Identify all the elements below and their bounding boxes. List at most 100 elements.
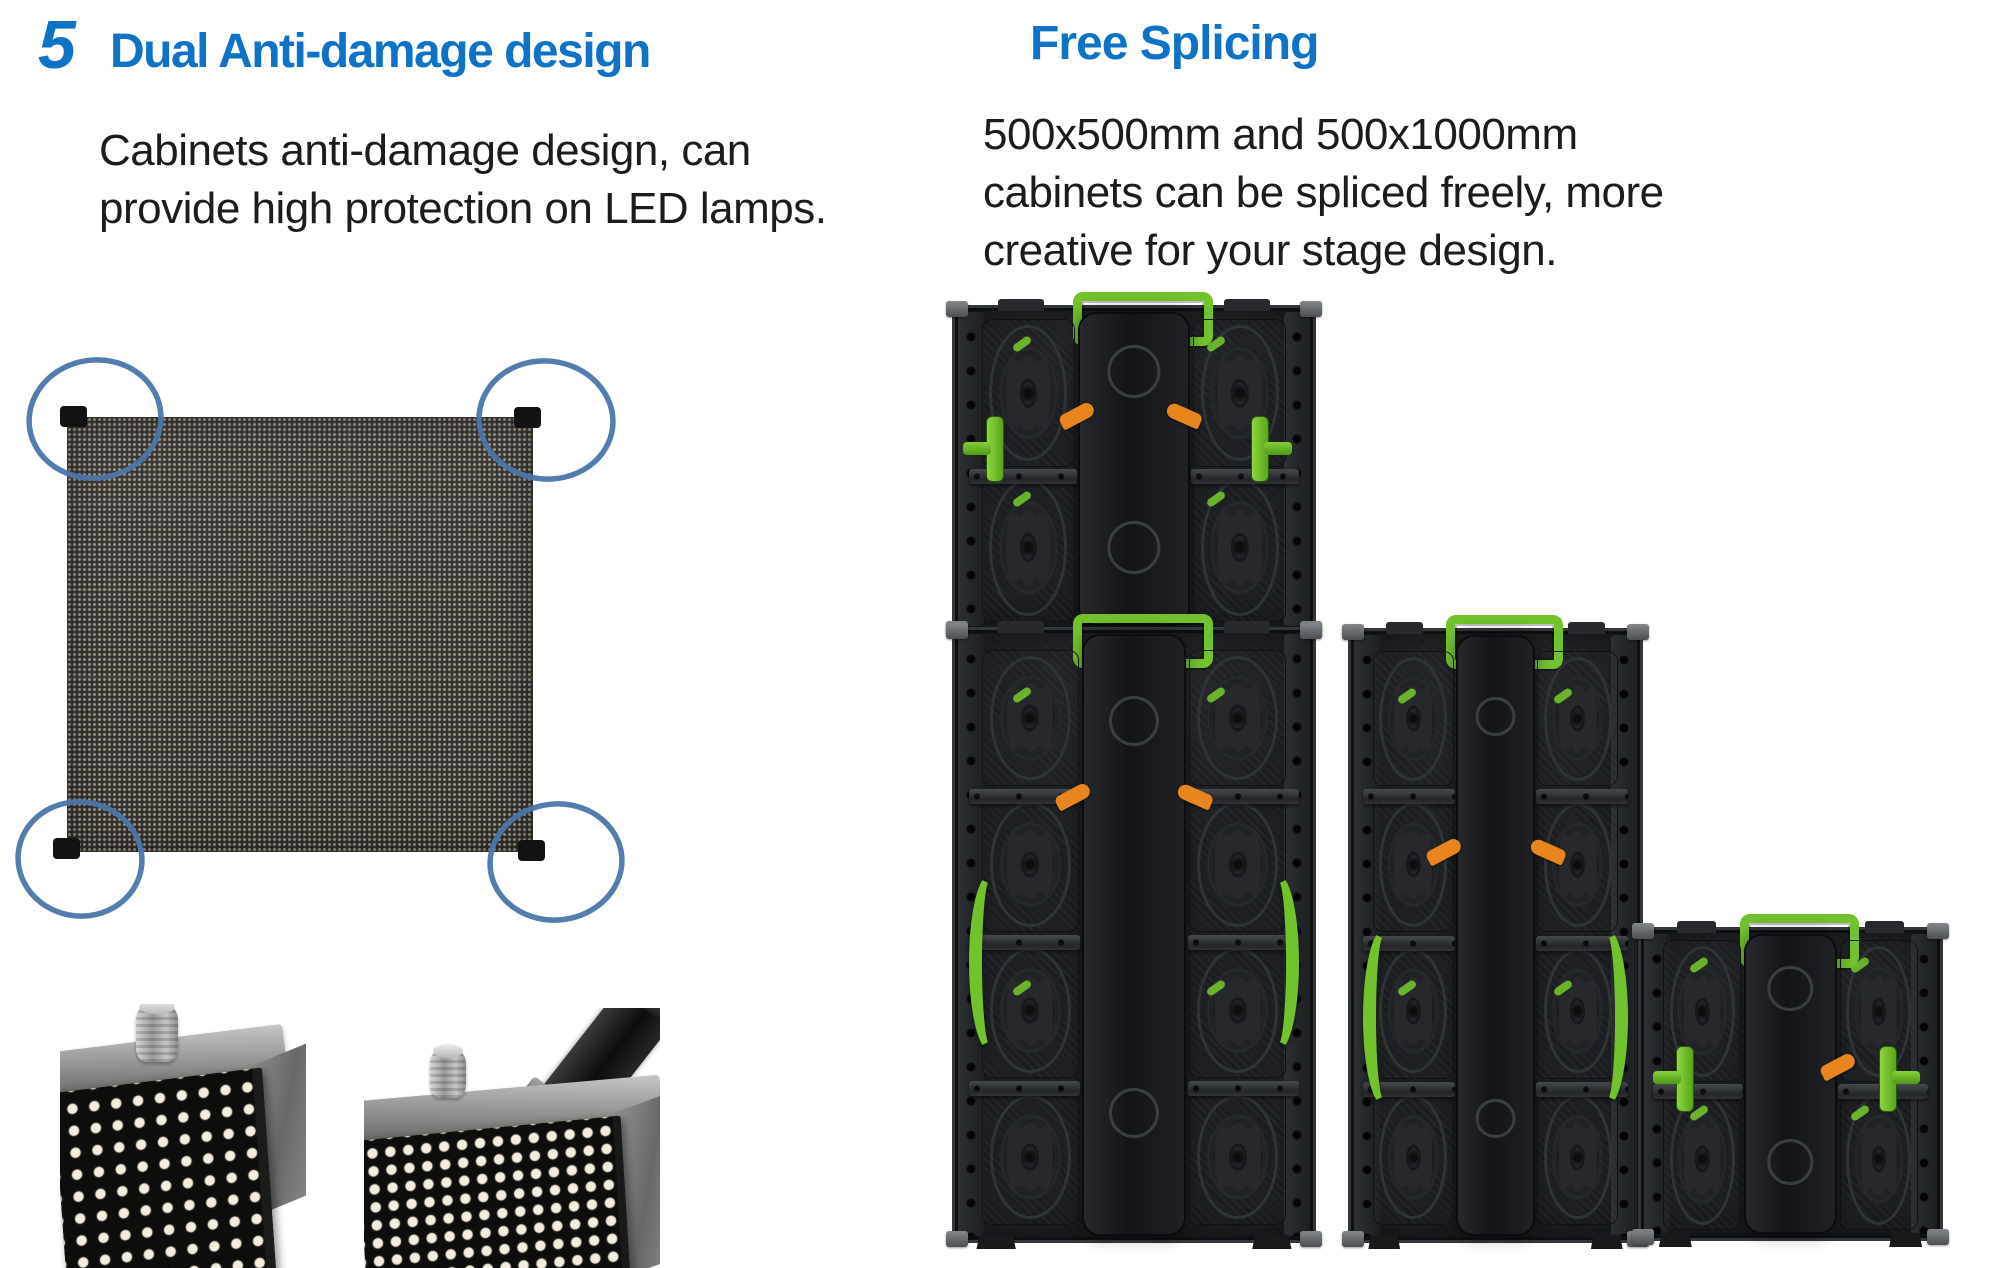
corner-lug-icon	[1632, 1229, 1654, 1245]
x-bracket-icon	[1212, 1120, 1263, 1194]
x-bracket-icon	[1392, 1120, 1435, 1194]
cabinet-cell	[1189, 796, 1287, 932]
led-corner-closeup-photo	[60, 1004, 306, 1268]
cabinet-cell	[1372, 797, 1454, 933]
cabinet-cell	[981, 942, 1079, 1079]
crossbar	[969, 1081, 1081, 1097]
cabinet-foot	[976, 1235, 1016, 1249]
led-lamp-grid	[364, 1115, 631, 1268]
corner-protector	[60, 406, 87, 427]
side-handle-icon	[1249, 874, 1299, 1051]
corner-lug-icon	[1927, 1229, 1949, 1245]
locating-pin-icon	[430, 1044, 466, 1098]
mount-block	[997, 621, 1045, 633]
cabinet-foot	[1252, 1235, 1292, 1249]
crossbar	[1191, 469, 1299, 484]
side-handle-icon	[1579, 929, 1629, 1106]
crossbar	[1187, 788, 1299, 804]
corner-protector	[514, 407, 541, 428]
text-line: 500x500mm and 500x1000mm	[983, 110, 1578, 159]
green-lock-handle-icon	[1880, 1047, 1921, 1112]
crossbar	[1187, 1081, 1299, 1097]
text-line: Cabinets anti-damage design, can	[99, 126, 751, 175]
cabinet-cell	[1372, 651, 1454, 787]
corner-lug-icon	[946, 1231, 968, 1247]
cabinet-back-500x500-photo	[946, 292, 1322, 639]
cabinet-cell	[981, 318, 1075, 468]
x-bracket-icon	[1005, 1120, 1056, 1194]
corner-lug-icon	[1927, 923, 1949, 939]
corner-lug-icon	[946, 301, 968, 317]
x-bracket-icon	[1392, 828, 1435, 902]
crossbar	[1535, 1081, 1629, 1097]
cabinet-cell	[981, 1089, 1079, 1225]
led-panel-front-photo	[67, 417, 533, 852]
x-bracket-icon	[1556, 1120, 1599, 1194]
cabinet-cell	[1189, 650, 1287, 786]
corner-lug-icon	[1342, 1231, 1364, 1247]
mount-block	[997, 299, 1045, 311]
x-bracket-icon	[1212, 974, 1263, 1048]
cabinet-cell	[981, 796, 1079, 932]
crossbar	[969, 469, 1077, 484]
text-line: cabinets can be spliced freely, more	[983, 168, 1664, 217]
mount-block	[1223, 299, 1271, 311]
crossbar	[1535, 789, 1629, 805]
x-bracket-icon	[1004, 507, 1053, 588]
cabinet-back-500x1000-photo	[946, 614, 1322, 1249]
x-bracket-icon	[1682, 972, 1723, 1050]
x-bracket-icon	[1004, 352, 1053, 434]
cabinet-cell	[1372, 1089, 1454, 1225]
cabinet-cell	[1537, 943, 1619, 1079]
mount-block	[1865, 921, 1905, 933]
cabinet-back-500x1000-photo	[1342, 615, 1649, 1249]
cabinet-cell	[1839, 1088, 1918, 1231]
led-corner-closeup-photo	[364, 1008, 660, 1268]
free-splicing-title: Free Splicing	[1030, 17, 1319, 70]
text-line: creative for your stage design.	[983, 226, 1557, 275]
cabinet-center-spine	[1745, 936, 1836, 1232]
x-bracket-icon	[1682, 1120, 1723, 1198]
corner-lug-icon	[1300, 1231, 1322, 1247]
cabinet-cell	[1189, 1089, 1287, 1225]
mount-block	[1223, 621, 1271, 633]
corner-lug-icon	[1632, 923, 1654, 939]
crossbar	[969, 935, 1081, 950]
x-bracket-icon	[1005, 827, 1056, 901]
cabinet-cell	[1537, 651, 1619, 787]
cabinet-cell	[981, 650, 1079, 786]
corner-lug-icon	[946, 623, 968, 639]
section-number: 5	[38, 7, 76, 83]
cabinet-foot	[1368, 1235, 1401, 1249]
text-line: provide high protection on LED lamps.	[99, 184, 827, 233]
mount-block	[1676, 921, 1716, 933]
crossbar	[1187, 935, 1299, 950]
cabinet-cell	[1189, 942, 1287, 1079]
green-lock-handle-icon	[1652, 1047, 1693, 1112]
cabinet-center-spine	[1083, 636, 1185, 1234]
cabinet-foot	[1658, 1233, 1692, 1247]
locating-pin-icon	[136, 1004, 178, 1062]
x-bracket-icon	[1392, 974, 1435, 1048]
cabinet-center-spine	[1080, 314, 1188, 624]
crossbar	[1535, 935, 1629, 951]
led-lamp-grid	[60, 1067, 277, 1268]
mount-block	[1385, 622, 1424, 634]
green-lock-handle-icon	[1252, 417, 1293, 482]
crossbar	[969, 788, 1081, 804]
corner-protector	[53, 838, 80, 859]
crossbar	[1652, 1084, 1743, 1099]
cabinet-foot	[1590, 1235, 1623, 1249]
anti-damage-description: Cabinets anti-damage design, can provide…	[99, 122, 827, 238]
mount-block	[1567, 622, 1606, 634]
x-bracket-icon	[1215, 507, 1264, 588]
green-lock-handle-icon	[963, 417, 1004, 482]
crossbar	[1362, 789, 1456, 805]
x-bracket-icon	[1212, 827, 1263, 901]
cabinet-center-spine	[1457, 637, 1534, 1234]
corner-protector	[518, 840, 545, 861]
side-handle-icon	[969, 874, 1018, 1051]
side-handle-icon	[1362, 929, 1412, 1106]
cabinet-cell	[1537, 797, 1619, 933]
